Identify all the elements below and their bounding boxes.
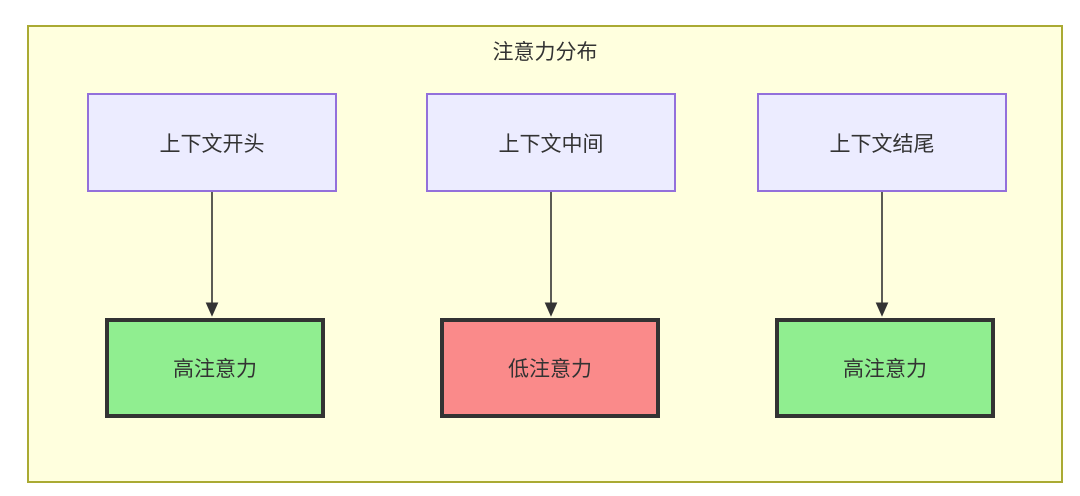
node-context-end[interactable]: 上下文结尾 (757, 93, 1007, 192)
node-label: 高注意力 (173, 358, 257, 381)
node-high-attention-start[interactable]: 高注意力 (105, 318, 325, 418)
node-low-attention-middle[interactable]: 低注意力 (440, 318, 660, 418)
node-context-middle[interactable]: 上下文中间 (426, 93, 676, 192)
node-context-start[interactable]: 上下文开头 (87, 93, 337, 192)
node-label: 上下文开头 (159, 132, 265, 156)
node-label: 上下文结尾 (829, 132, 935, 156)
node-label: 低注意力 (508, 358, 592, 381)
node-label: 上下文中间 (498, 132, 604, 156)
node-label: 高注意力 (843, 358, 927, 381)
diagram-title: 注意力分布 (492, 41, 598, 64)
node-high-attention-end[interactable]: 高注意力 (775, 318, 995, 418)
